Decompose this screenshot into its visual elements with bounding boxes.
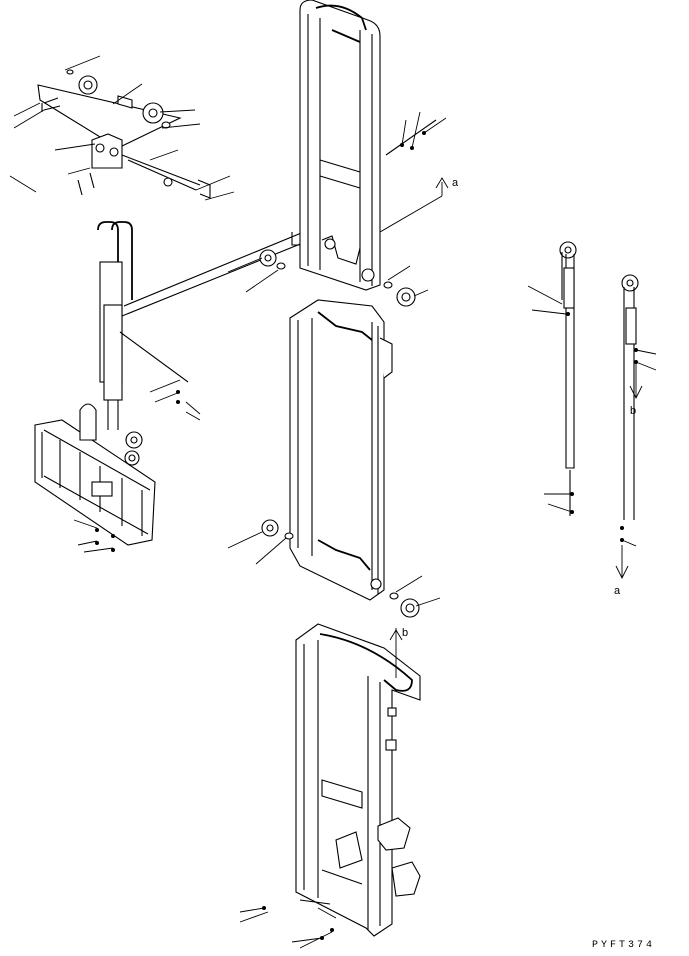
fork-carriage	[34, 403, 156, 553]
inner-mast	[227, 0, 449, 307]
middle-mast	[227, 299, 441, 618]
lift-cylinder	[97, 221, 331, 430]
drawing-code: PYFT374	[592, 940, 655, 951]
ref-label-a-bottom: a	[614, 585, 621, 597]
sheave-assembly	[9, 55, 235, 201]
ref-label-b-right: b	[630, 405, 636, 417]
outer-mast	[239, 623, 421, 949]
lift-chain-b	[615, 274, 657, 580]
lift-chain-a	[527, 241, 577, 516]
ref-label-a-top: a	[452, 177, 459, 189]
ref-label-b-inner: b	[402, 627, 408, 639]
